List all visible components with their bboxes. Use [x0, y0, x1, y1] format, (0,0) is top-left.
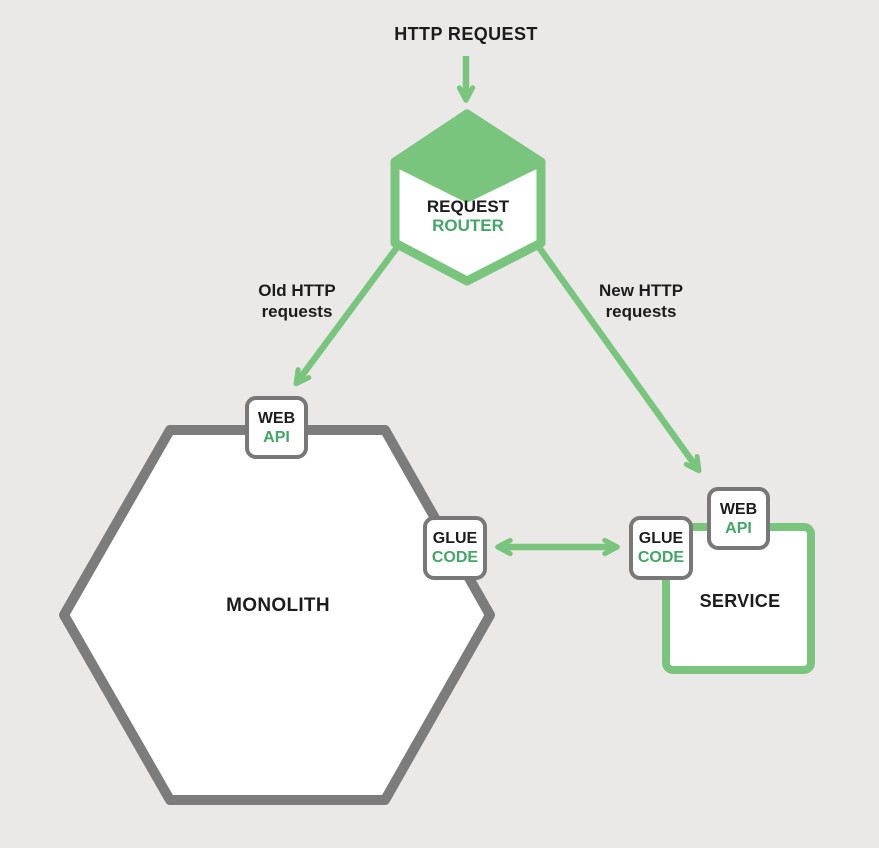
old-requests-label-line2: requests [261, 302, 333, 321]
monolith-web-api-badge-line1: WEB [257, 409, 296, 427]
diagram-title: HTTP REQUEST [394, 24, 538, 44]
monolith-web-api-badge-line2: API [263, 428, 290, 446]
service-label: SERVICE [699, 591, 781, 611]
monolith-glue-code-badge: GLUE CODE [423, 516, 487, 580]
monolith-web-api-badge: WEB API [245, 396, 308, 459]
new-requests-label-line2: requests [605, 302, 677, 321]
old-requests-label: Old HTTP requests [237, 280, 357, 322]
service-glue-code-badge-line1: GLUE [638, 530, 684, 547]
router-top-face [390, 109, 546, 203]
monolith-label: MONOLITH [226, 595, 330, 616]
monolith-hexagon [59, 425, 495, 805]
monolith-glue-code-badge-line1: GLUE [432, 530, 478, 547]
request-router-label: REQUEST ROUTER [427, 197, 509, 235]
new-requests-arrow-icon [535, 244, 702, 474]
service-glue-code-badge-line2: CODE [637, 549, 685, 566]
old-requests-arrow-icon [293, 244, 401, 387]
service-web-api-badge: WEB API [707, 487, 770, 550]
monolith-glue-code-badge-line2: CODE [431, 549, 479, 566]
service-web-api-badge-line1: WEB [719, 500, 758, 518]
service-web-api-badge-line2: API [725, 519, 752, 537]
service-glue-code-badge: GLUE CODE [629, 516, 693, 580]
request-router-label-line2: ROUTER [432, 216, 504, 235]
new-requests-label-line1: New HTTP [598, 281, 684, 300]
request-router-label-line1: REQUEST [426, 197, 510, 216]
new-requests-label: New HTTP requests [581, 280, 701, 322]
old-requests-label-line1: Old HTTP [258, 281, 336, 300]
